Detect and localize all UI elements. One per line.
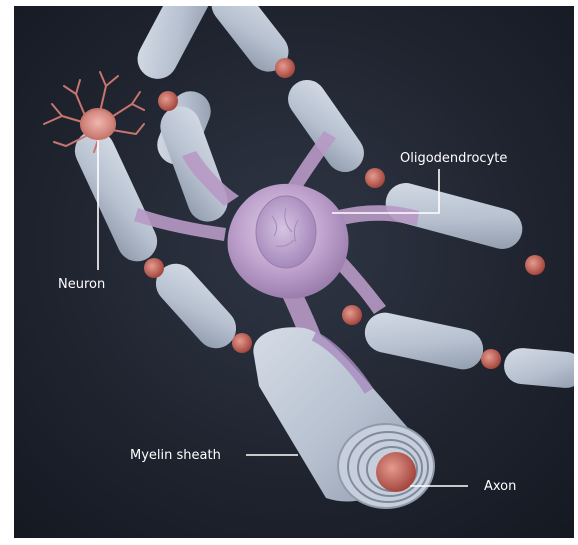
label-myelin-sheath-text: Myelin sheath	[130, 448, 221, 463]
node-of-ranvier	[144, 258, 164, 278]
neuron-cell-body	[81, 109, 115, 139]
node-of-ranvier	[481, 349, 501, 369]
oligodendrocyte	[228, 184, 349, 299]
node-of-ranvier	[342, 305, 362, 325]
node-of-ranvier	[365, 168, 385, 188]
node-of-ranvier	[158, 91, 178, 111]
node-of-ranvier	[525, 255, 545, 275]
node-of-ranvier	[275, 58, 295, 78]
label-oligodendrocyte-text: Oligodendrocyte	[400, 151, 507, 166]
label-axon-text: Axon	[484, 479, 516, 494]
oligodendrocyte-nucleus	[256, 196, 316, 268]
node-of-ranvier	[232, 333, 252, 353]
label-neuron-text: Neuron	[58, 277, 105, 292]
oligodendrocyte-myelination-diagram: Oligodendrocyte Neuron Myelin sheath Axo…	[14, 6, 574, 538]
